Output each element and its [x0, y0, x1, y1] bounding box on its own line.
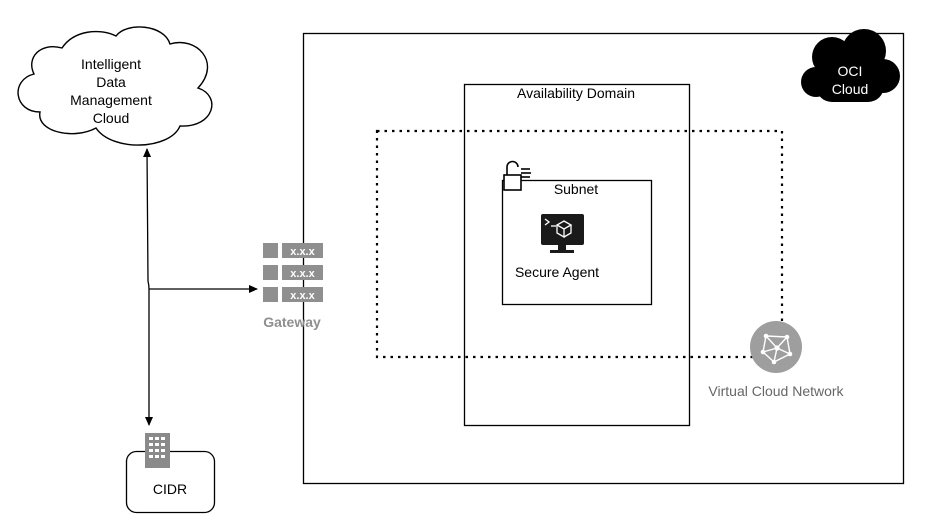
gateway-row-2: x.x.x [290, 268, 315, 280]
availability-domain-box [463, 83, 691, 427]
subnet-label: Subnet [554, 181, 598, 197]
gateway-icon [263, 243, 323, 302]
vcn-network-icon [750, 321, 802, 373]
vcn-dotted-boundary [375, 129, 784, 359]
oci-cloud-icon [801, 29, 900, 102]
gateway-label: Gateway [263, 314, 321, 330]
idmc-label-line1: Intelligent [81, 56, 141, 72]
cidr-label: CIDR [153, 481, 187, 497]
connector-to-idmc [143, 148, 152, 290]
idmc-label-line2: Data [96, 74, 126, 90]
idmc-label-line3: Management [70, 92, 152, 108]
oci-region-box [302, 32, 905, 485]
secure-agent-label: Secure Agent [515, 264, 599, 280]
availability-domain-label: Availability Domain [517, 85, 635, 101]
oci-cloud-label-line1: OCI [838, 63, 863, 79]
idmc-cloud-shape [17, 26, 213, 146]
gateway-row-1: x.x.x [290, 246, 315, 258]
subnet-lock-icon [503, 160, 531, 191]
oci-cloud-label-line2: Cloud [832, 81, 869, 97]
gateway-row-3: x.x.x [290, 290, 315, 302]
secure-agent-icon [541, 214, 584, 253]
vcn-label: Virtual Cloud Network [708, 383, 844, 399]
cidr-building-icon [145, 433, 170, 468]
idmc-label-line4: Cloud [93, 110, 130, 126]
